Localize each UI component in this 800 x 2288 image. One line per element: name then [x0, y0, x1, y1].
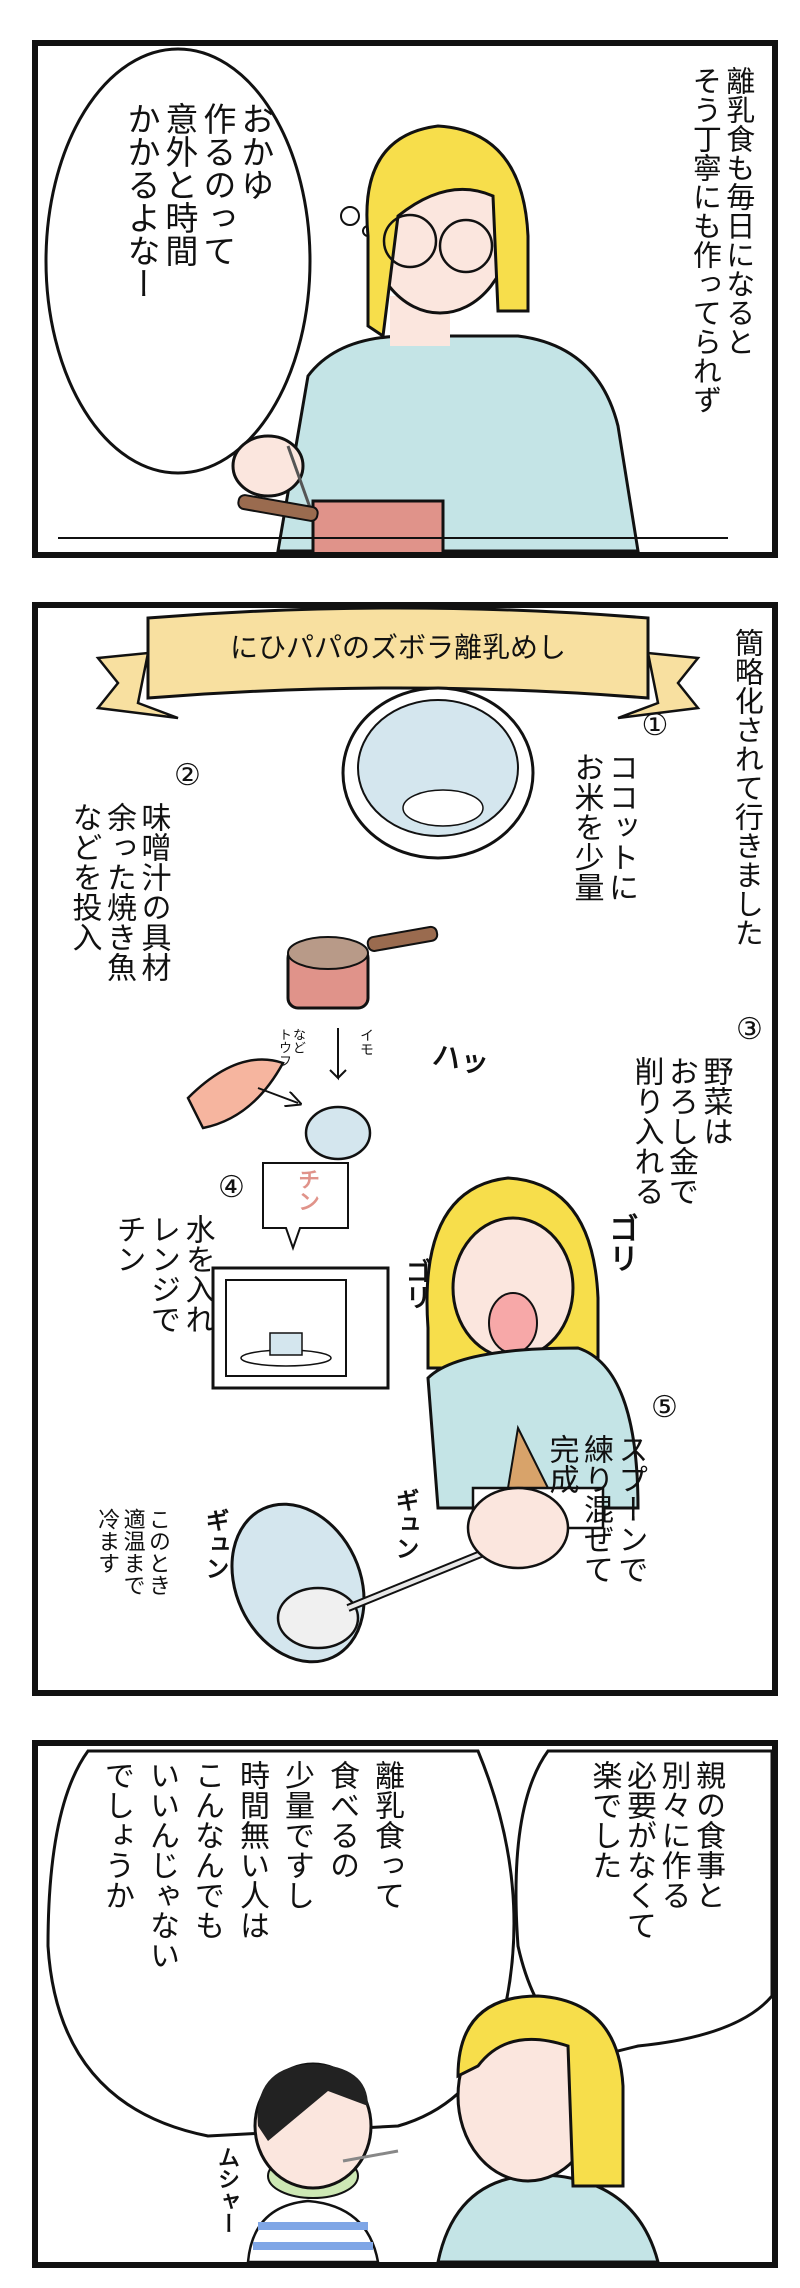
arrow-down [329, 1028, 347, 1081]
thought-dot [340, 206, 360, 226]
narration: 離乳食も毎日になると そう丁寧にも作ってられず [688, 66, 755, 414]
chin-bubble [262, 1162, 349, 1252]
comic-panel-2: にひパパのズボラ離乳めし 簡略化されて行きました ① ココットに お米を少量 ②… [32, 602, 778, 1696]
step-line: 野菜は [697, 1056, 733, 1146]
step-2: ② 味噌汁の具材 余った焼き魚 などを投入 [66, 758, 206, 982]
small-ramekin [304, 1105, 372, 1161]
gyun-sfx: ギュン [391, 1488, 419, 1560]
musha-sfx: ムシャー [214, 2146, 239, 2234]
dad-shirt [426, 1346, 640, 1510]
feeding-illustration [46, 1749, 772, 2262]
imo-label: イモ [358, 1028, 374, 1056]
narration-line: そう丁寧にも作ってられず [688, 66, 723, 414]
step-line: ココットに [603, 752, 638, 902]
step-number: ⑤ [647, 1390, 682, 1425]
comic-panel-3: 親の食事と 別々に作る 必要がなくて 楽でした 離乳食って 食べるの 少量ですし… [32, 1740, 778, 2268]
banner [146, 608, 650, 700]
step-line: 余った焼き魚 [101, 802, 136, 982]
speech-left-text: 離乳食って 食べるの 少量ですし 時間無い人は こんなんでも いいんじゃない で… [94, 1760, 409, 1970]
step-line: 完成 [543, 1434, 579, 1494]
note-line: 適温まで [119, 1508, 145, 1596]
step-number: ③ [732, 1012, 767, 1047]
step-line: 味噌汁の具材 [135, 802, 171, 982]
open-mouth [488, 1292, 538, 1354]
etc-label: など [290, 1028, 305, 1054]
thought-line: かかるよなー [121, 102, 161, 300]
step-number: ① [637, 708, 673, 743]
step-line: などを投入 [66, 802, 102, 952]
narration-line: 離乳食も毎日になると [721, 66, 756, 356]
spoon [276, 1586, 360, 1650]
shirt [276, 334, 640, 552]
arrow [257, 1087, 298, 1103]
speech-line: 時間無い人は [234, 1760, 269, 1940]
cooling-note: このとき 適温まで 冷ます [94, 1508, 170, 1596]
baby-hair [257, 2064, 368, 2141]
step-line: チン [110, 1214, 146, 1274]
speech-line: 別々に作る [655, 1760, 691, 1910]
pan-handle [366, 925, 439, 952]
chin-sfx: チン [294, 1168, 319, 1212]
thought-bubble [44, 47, 312, 475]
step-line: お米を少量 [568, 752, 604, 902]
thought-line: 意外と時間 [159, 102, 199, 267]
dad-shirt [436, 2173, 660, 2262]
hand [231, 434, 305, 498]
pot-handle [237, 494, 319, 522]
speech-bubble-left [46, 1749, 516, 2138]
pot [311, 499, 445, 552]
glasses [382, 213, 438, 269]
tofu-label: トウフ [276, 1028, 291, 1067]
dad-hair [456, 1994, 625, 2188]
rice [402, 789, 484, 827]
banner-title: にひパパのズボラ離乳めし [229, 631, 566, 664]
hand [466, 1486, 570, 1570]
speech-right-text: 親の食事と 別々に作る 必要がなくて 楽でした [586, 1760, 726, 1940]
step-3: ③ 野菜は おろし金で 削り入れる [628, 1012, 768, 1206]
step-line: 水を入れ [179, 1214, 215, 1334]
narration-line: 簡略化されて行きました [730, 628, 765, 947]
recipe-illustration [95, 608, 701, 1664]
step-1: ① ココットに お米を少量 [568, 708, 673, 902]
thought-line: おかゆ [235, 102, 275, 201]
step-5: ⑤ スプーンで 練り混ぜて 完成 [543, 1390, 683, 1584]
speech-line: でしょうか [99, 1760, 134, 1910]
speech-line: 必要がなくて [621, 1760, 656, 1940]
narration: 簡略化されて行きました [730, 628, 765, 947]
speech-line: こんなんでも [189, 1760, 224, 1940]
comic-panel-1: おかゆ 作るのって 意外と時間 かかるよなー 離乳食も毎日になると そう丁寧にも… [32, 40, 778, 558]
step-line: 削り入れる [628, 1056, 664, 1206]
grilled-fish [186, 1058, 285, 1130]
note-line: このとき [144, 1508, 170, 1596]
speech-line: 食べるの [324, 1760, 359, 1880]
speech-line: 少量ですし [279, 1760, 314, 1910]
mixing-ramekin [230, 1502, 366, 1664]
hair [365, 124, 530, 339]
chopstick [286, 445, 315, 517]
gori-sfx: ゴリ [603, 1213, 638, 1273]
step-4: ④ 水を入れ レンジで チン [110, 1170, 250, 1334]
step-line: 練り混ぜて [578, 1434, 613, 1584]
spoon [342, 2149, 399, 2163]
note-line: 冷ます [94, 1508, 120, 1574]
step-line: レンジで [145, 1214, 180, 1334]
speech-line: 親の食事と [690, 1760, 725, 1910]
thought-text: おかゆ 作るのって 意外と時間 かかるよなー [121, 102, 275, 300]
step-number: ② [170, 758, 205, 793]
gyun-sfx: ギュン [201, 1508, 229, 1580]
step-line: スプーンで [612, 1434, 648, 1584]
step-number: ④ [214, 1170, 249, 1205]
baby-shirt [246, 2199, 380, 2262]
speech-line: 楽でした [586, 1760, 622, 1880]
gori-sfx: ゴリ [401, 1258, 431, 1310]
speech-line: いいんじゃない [144, 1760, 179, 1970]
step-line: おろし金で [663, 1056, 698, 1206]
speech-line: 離乳食って [369, 1760, 404, 1910]
thought-line: 作るのって [197, 102, 237, 267]
cooking-illustration [44, 47, 728, 552]
stripes [253, 2222, 373, 2250]
